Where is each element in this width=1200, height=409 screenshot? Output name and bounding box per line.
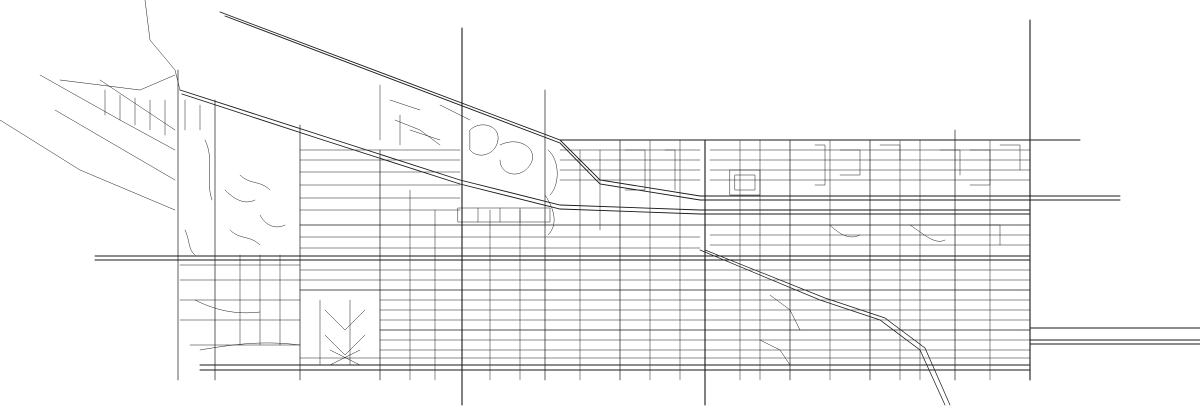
eastern-industrial-streets bbox=[759, 224, 1001, 366]
western-curved-streets bbox=[184, 139, 366, 366]
northern-streets bbox=[104, 84, 441, 146]
east-west-arterials bbox=[199, 139, 1081, 371]
residential-grid-ns bbox=[239, 139, 991, 381]
industrial-blocks bbox=[457, 144, 1021, 223]
residential-grid-ew bbox=[179, 149, 1031, 359]
